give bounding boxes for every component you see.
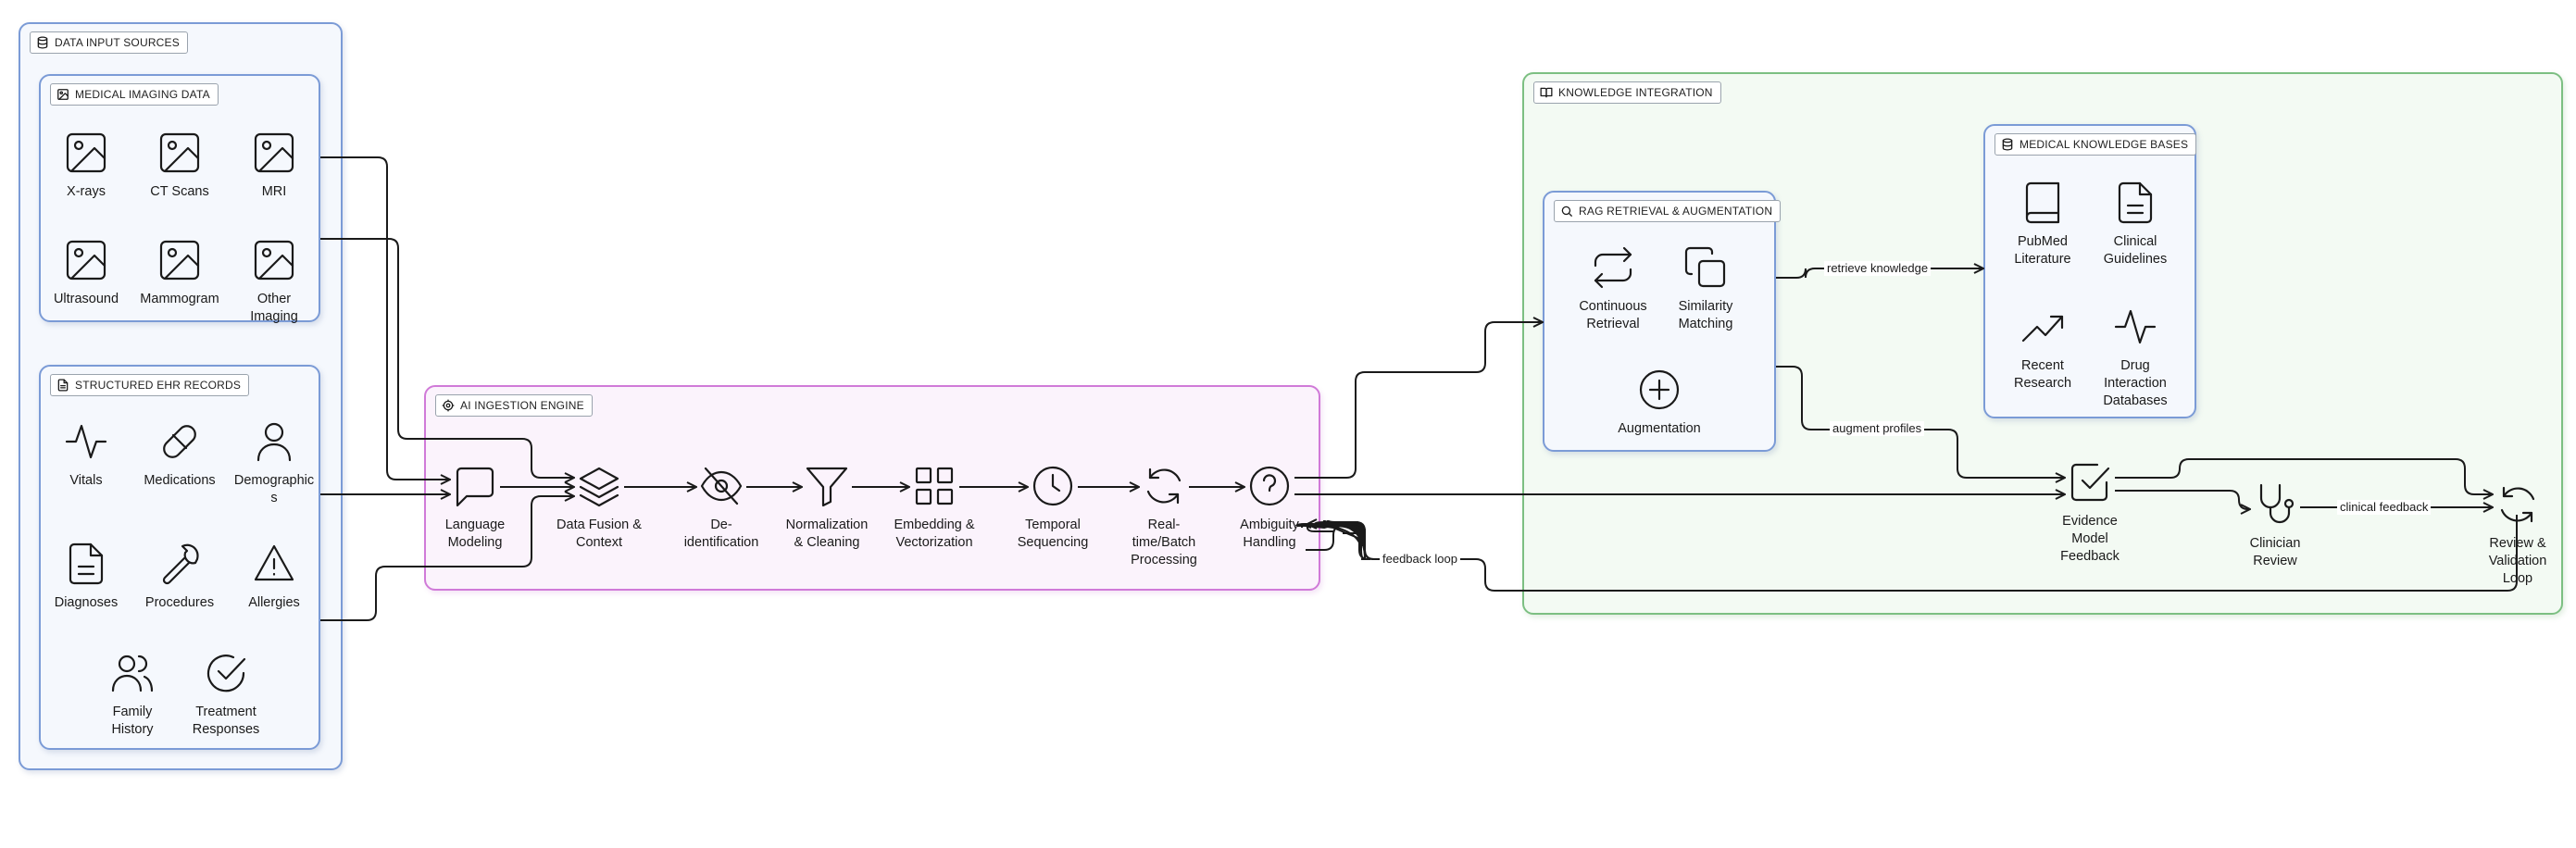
help-circle-icon [1249,466,1290,506]
node-realtime: Real- time/Batch Processing [1108,463,1219,569]
node-recent-research: Recent Research [1987,304,2098,393]
refresh-icon [2500,486,2535,523]
node-mri: MRI [219,130,330,201]
book-icon [2025,181,2060,224]
repeat-icon [1594,246,1632,289]
edge-label-augment-profiles: augment profiles [1830,421,1925,436]
knowledge-integration-title: KNOWLEDGE INTEGRATION [1533,81,1721,104]
edge-ambiguity-to-rag [1294,322,1543,479]
node-ct-scans: CT Scans [124,130,235,201]
edge-imaging-to-fusion [320,238,574,478]
check-circle-icon [206,655,246,692]
edge-feedback-loop [1323,515,2518,592]
grid-icon [915,467,954,505]
node-procedures: Procedures [124,541,235,612]
medical-knowledge-bases-group: MEDICAL KNOWLEDGE BASES [1983,124,2197,418]
node-family-history: Family History [77,650,188,739]
file-icon [2118,181,2153,224]
medical-imaging-group: MEDICAL IMAGING DATA [39,74,320,322]
edge-rag-to-kb [1776,268,1983,279]
node-diagnoses: Diagnoses [31,541,142,612]
book-icon [1540,87,1553,98]
node-language-modeling: Language Modeling [419,463,531,552]
image-icon [254,132,294,173]
alert-triangle-icon [254,544,294,581]
edge-label-feedback-loop: feedback loop [1380,552,1460,567]
eye-off-icon [700,467,743,505]
node-treatment-responses: Treatment Responses [170,650,281,739]
edge-label-retrieve-knowledge: retrieve knowledge [1824,261,1932,276]
refresh-icon [1146,468,1182,505]
image-icon [66,240,106,281]
node-evidence-model-feedback: Evidence Model Feedback [2034,459,2145,566]
ai-ingestion-engine-title: AI INGESTION ENGINE [435,394,593,417]
node-continuous-retrieval: Continuous Retrieval [1557,244,1669,333]
file-icon [57,379,69,392]
node-pubmed: PubMed Literature [1987,180,2098,268]
edge-label-clinical-feedback: clinical feedback [2337,500,2432,515]
edge-evidence-to-review [2115,458,2493,494]
feedback-loop-segment [1307,524,1366,560]
node-temporal: Temporal Sequencing [997,463,1108,552]
data-input-sources-title: DATA INPUT SOURCES [30,31,188,54]
node-demographics: Demographic s [219,418,330,507]
image-icon [159,132,200,173]
node-similarity-matching: Similarity Matching [1650,244,1761,333]
node-other-imaging: Other Imaging [219,237,330,326]
clock-icon [1032,466,1073,506]
trending-up-icon [2021,315,2064,343]
node-normalization: Normalization & Cleaning [771,463,882,552]
rag-retrieval-group: RAG RETRIEVAL & AUGMENTATION [1543,191,1782,452]
copy-icon [1684,246,1726,288]
database-icon [37,36,48,49]
medical-knowledge-bases-title: MEDICAL KNOWLEDGE BASES [1995,133,2197,156]
node-augmentation: Augmentation [1604,367,1715,438]
node-xrays: X-rays [31,130,142,201]
medical-imaging-title: MEDICAL IMAGING DATA [50,83,219,106]
layers-icon [579,467,619,507]
node-ultrasound: Ultrasound [31,237,142,308]
plus-circle-icon [1639,369,1680,410]
file-icon [69,542,104,585]
image-icon [66,132,106,173]
wrench-icon [162,543,199,585]
structured-ehr-title: STRUCTURED EHR RECORDS [50,374,250,396]
activity-icon [2114,309,2157,344]
cpu-icon [442,399,455,412]
edge-imaging-to-language [320,156,450,480]
node-ambiguity: Ambiguity Handling [1214,463,1325,552]
activity-icon [65,424,107,459]
edge-evidence-to-clinician [2115,490,2250,509]
node-medications: Medications [124,418,235,490]
node-deidentification: De- identification [666,463,777,552]
user-icon [256,422,292,462]
node-drug-interaction-db: Drug Interaction Databases [2080,304,2191,410]
node-review-validation-loop: Review & Validation Loop [2462,481,2573,588]
node-vitals: Vitals [31,418,142,490]
node-mammogram: Mammogram [124,237,235,308]
node-embedding: Embedding & Vectorization [879,463,990,552]
node-allergies: Allergies [219,541,330,612]
check-square-icon [2070,463,2110,502]
image-icon [57,89,69,100]
search-icon [1561,206,1572,217]
database-icon [2002,138,2013,151]
pill-icon [163,425,196,458]
message-square-icon [456,467,494,507]
users-icon [111,655,154,692]
image-icon [254,240,294,281]
edge-ehr-to-fusion [320,496,574,621]
node-clinical-guidelines: Clinical Guidelines [2080,180,2191,268]
rag-retrieval-title: RAG RETRIEVAL & AUGMENTATION [1554,200,1782,222]
stethoscope-icon [2259,483,2295,524]
image-icon [159,240,200,281]
node-clinician-review: Clinician Review [2220,481,2331,570]
node-data-fusion: Data Fusion & Context [544,463,655,552]
edge-feedback-final [1323,523,1375,560]
filter-icon [806,467,848,507]
